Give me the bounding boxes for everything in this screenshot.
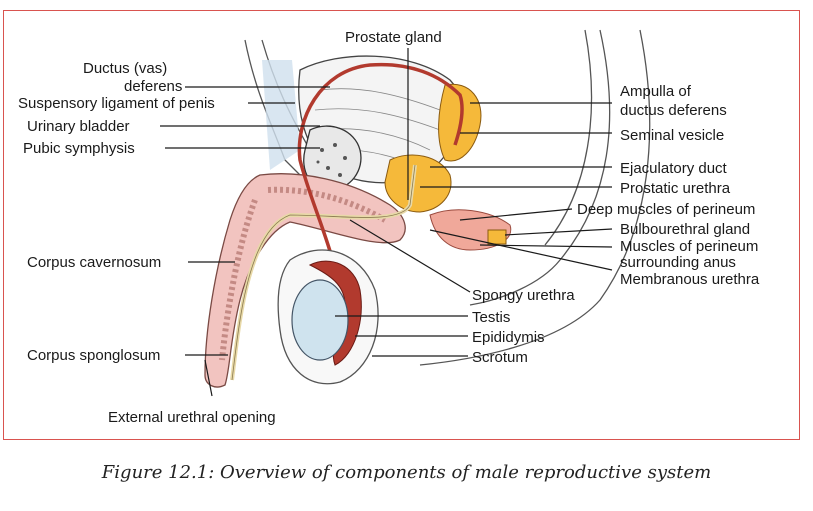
label-scrotum: Scrotum bbox=[472, 349, 528, 366]
rectum-outline bbox=[469, 29, 611, 306]
bulbourethral-gland-shape bbox=[487, 229, 507, 245]
testis-shape bbox=[291, 279, 349, 361]
prostate-gland-shape bbox=[384, 154, 452, 213]
label-prostate-gland: Prostate gland bbox=[345, 29, 442, 46]
label-corpus-spongiosum: Corpus sponglosum bbox=[27, 347, 160, 364]
label-ductus-line1: Ductus (vas) bbox=[83, 60, 167, 77]
figure-frame bbox=[3, 10, 800, 440]
epididymis-shape bbox=[308, 260, 362, 366]
label-pubic-symphysis: Pubic symphysis bbox=[23, 140, 135, 157]
rectum-inner bbox=[544, 29, 593, 246]
label-ampulla-line2: ductus deferens bbox=[620, 102, 727, 119]
leader-lines bbox=[160, 48, 613, 397]
label-deep-muscles: Deep muscles of perineum bbox=[577, 201, 755, 218]
suspensory-ligament-shape bbox=[262, 60, 300, 170]
label-muscles-line1: Muscles of perineum bbox=[620, 238, 758, 255]
label-prostatic-urethra: Prostatic urethra bbox=[620, 180, 731, 197]
urethra-outline bbox=[231, 164, 416, 381]
ductus-deferens-path bbox=[297, 62, 464, 291]
label-ductus-line2: deferens bbox=[124, 78, 182, 95]
corpus-cavernosum-texture bbox=[267, 186, 387, 223]
bone-texture bbox=[316, 143, 347, 177]
label-spongy-urethra: Spongy urethra bbox=[472, 287, 575, 304]
label-epididymis: Epididymis bbox=[472, 329, 545, 346]
label-testis: Testis bbox=[472, 309, 510, 326]
label-urinary-bladder: Urinary bladder bbox=[27, 118, 130, 135]
penis-shape bbox=[204, 173, 406, 388]
pubic-symphysis-shape bbox=[303, 125, 362, 191]
label-membranous-urethra: Membranous urethra bbox=[620, 271, 760, 288]
label-muscles-line2: surrounding anus bbox=[620, 254, 736, 271]
sacrum-outline bbox=[419, 29, 651, 366]
label-seminal-vesicle: Seminal vesicle bbox=[620, 127, 724, 144]
label-external-urethral-opening: External urethral opening bbox=[108, 409, 276, 426]
figure-caption: Figure 12.1: Overview of components of m… bbox=[101, 462, 712, 483]
label-ejaculatory-duct: Ejaculatory duct bbox=[620, 160, 728, 177]
label-ampulla-line1: Ampulla of bbox=[620, 83, 692, 100]
label-corpus-cavernosum: Corpus cavernosum bbox=[27, 254, 161, 271]
label-suspensory-ligament: Suspensory ligament of penis bbox=[18, 95, 215, 112]
label-bulbourethral-gland: Bulbourethral gland bbox=[620, 221, 750, 238]
